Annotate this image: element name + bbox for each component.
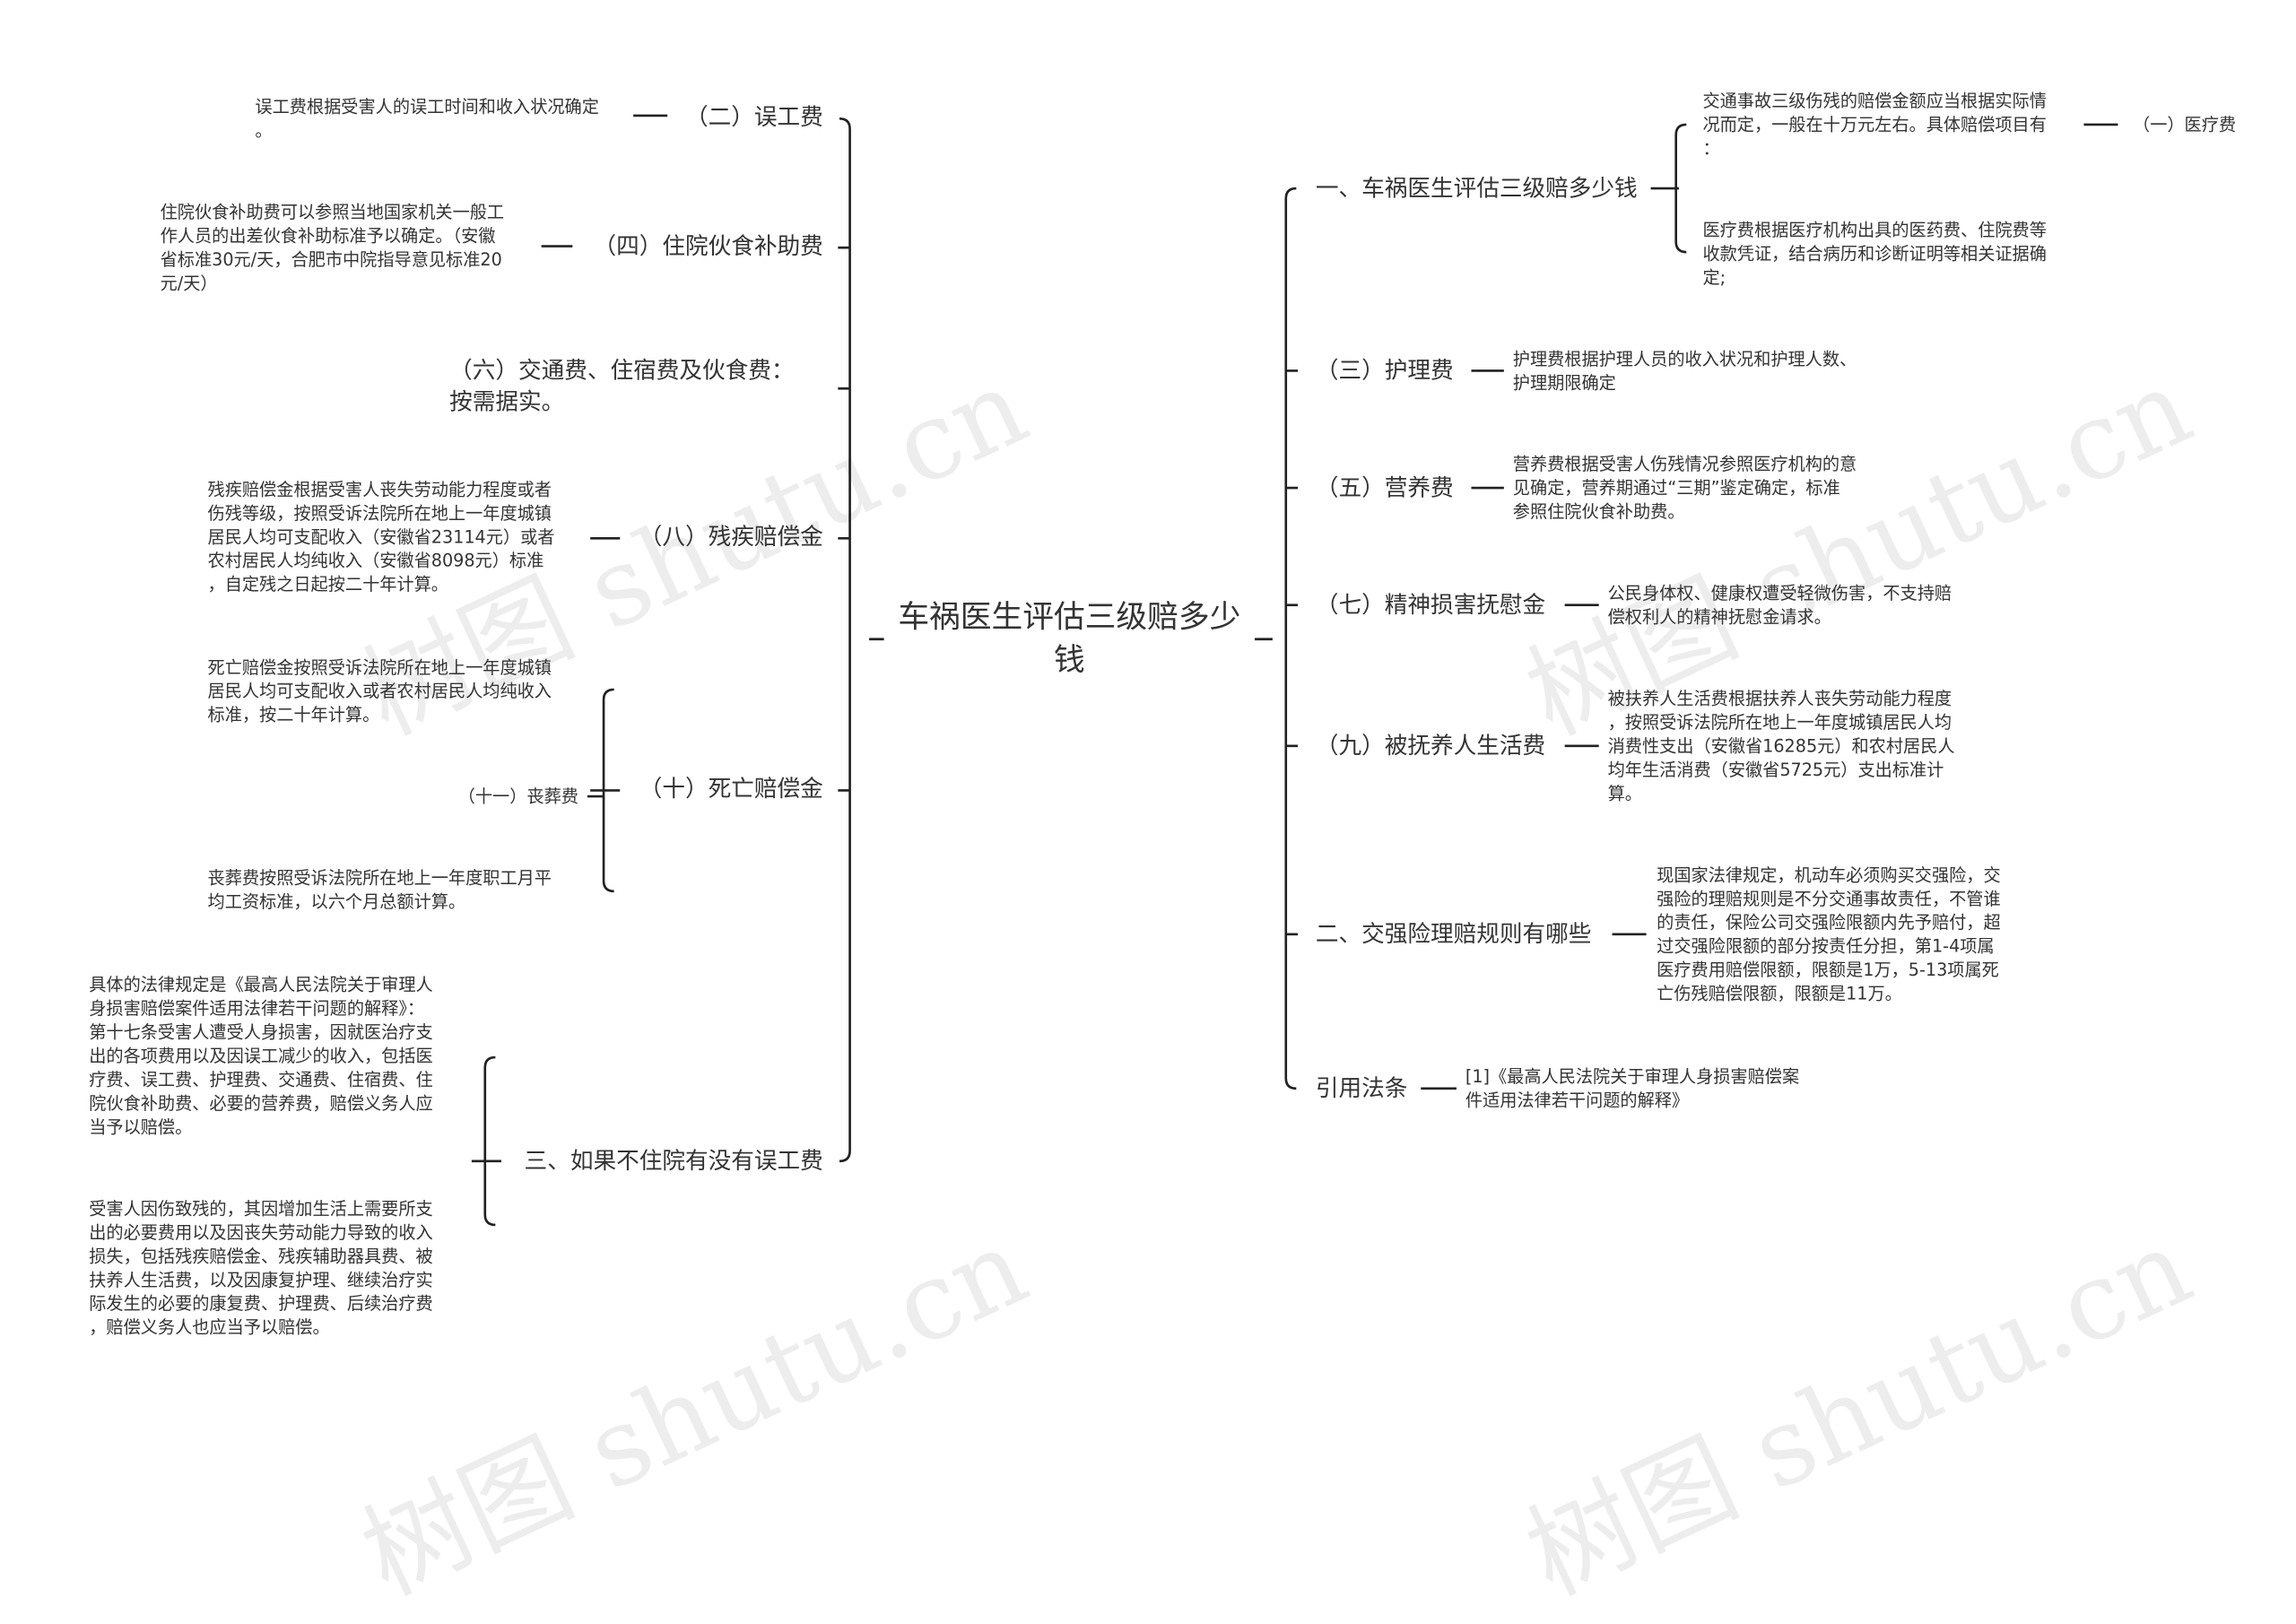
connector-lines	[471, 114, 2118, 1227]
branch-compulsory-insurance[interactable]: 二、交强险理赔规则有哪些	[1315, 920, 1592, 948]
branch-dependent-living[interactable]: （九）被抚养人生活费	[1315, 732, 1546, 760]
desc-compulsory-insurance: 现国家法律规定，机动车必须购买交强险，交 强险的理赔规则是不分交通事故责任，不管…	[1657, 864, 2001, 1004]
level3-bracket	[1674, 123, 1687, 254]
branch-disability-compensation[interactable]: （八）残疾赔偿金	[639, 523, 823, 551]
desc-meal-allowance: 住院伙食补助费可以参照当地国家机关一般工 作人员的出差伙食补助标准予以确定。（安…	[160, 201, 505, 294]
branch-transport-lodging[interactable]: （六）交通费、住宿费及伙食费： 按需据实。	[449, 357, 795, 416]
branch-level3-compensation[interactable]: 一、车祸医生评估三级赔多少钱	[1315, 175, 1638, 202]
desc-medical-expenses: 医疗费根据医疗机构出具的医药费、住院费等 收款凭证，结合病历和诊断证明等相关证据…	[1702, 219, 2047, 288]
branch-death-compensation[interactable]: （十）死亡赔偿金	[639, 775, 823, 803]
desc-funeral-expenses: 丧葬费按照受诉法院所在地上一年度职工月平 均工资标准，以六个月总额计算。	[207, 867, 552, 913]
desc-nursing-fee: 护理费根据护理人员的收入状况和护理人数、 护理期限确定	[1512, 348, 1857, 394]
mind-map: 树图 shutu.cn 树图 shutu.cn 树图 shutu.cn 树图 s…	[89, 90, 2237, 1619]
node-medical-expenses[interactable]: （一）医疗费	[2133, 114, 2237, 135]
desc-nutrition-fee: 营养费根据受害人伤残情况参照医疗机构的意 见确定，营养期通过“三期”鉴定确定，标…	[1512, 454, 1857, 523]
no-hospital-bracket	[483, 1055, 496, 1227]
desc-level3-amount: 交通事故三级伤残的赔偿金额应当根据实际情 况而定，一般在十万元左右。具体赔偿项目…	[1702, 90, 2047, 159]
desc-dependent-living: 被扶养人生活费根据扶养人丧失劳动能力程度 ，按照受诉法院所在地上一年度城镇居民人…	[1607, 688, 1955, 804]
left-main-bracket	[839, 117, 851, 1163]
desc-cited-law: [1]《最高人民法院关于审理人身损害赔偿案 件适用法律若干问题的解释》	[1465, 1066, 1800, 1111]
branch-lost-wages[interactable]: （二）误工费	[684, 103, 823, 131]
branch-mental-damage[interactable]: （七）精神损害抚慰金	[1315, 591, 1546, 619]
branch-nursing-fee[interactable]: （三）护理费	[1315, 357, 1454, 385]
branch-meal-allowance[interactable]: （四）住院伙食补助费	[593, 232, 823, 260]
branch-cited-law[interactable]: 引用法条	[1315, 1074, 1408, 1102]
desc-lost-wages: 误工费根据受害人的误工时间和收入状况确定 。	[255, 96, 599, 142]
desc-disability-costs: 受害人因伤致残的，其因增加生活上需要所支 出的必要费用以及因丧失劳动能力导致的收…	[89, 1198, 433, 1338]
desc-mental-damage: 公民身体权、健康权遭受轻微伤害，不支持赔 偿权利人的精神抚慰金请求。	[1607, 582, 1952, 628]
desc-death-compensation: 死亡赔偿金按照受诉法院所在地上一年度城镇 居民人均可支配收入或者农村居民人均纯收…	[207, 656, 552, 725]
branch-no-hospital-lost-wages[interactable]: 三、如果不住院有没有误工费	[524, 1147, 823, 1175]
desc-legal-provision: 具体的法律规定是《最高人民法院关于审理人 身损害赔偿案件适用法律若干问题的解释》…	[89, 974, 433, 1138]
branch-nutrition-fee[interactable]: （五）营养费	[1315, 474, 1454, 501]
death-bracket	[602, 688, 614, 893]
desc-disability-compensation: 残疾赔偿金根据受害人丧失劳动能力程度或者 伤残等级，按照受诉法院所在地上一年度城…	[207, 479, 555, 595]
node-funeral-expenses[interactable]: （十一）丧葬费	[457, 786, 578, 807]
right-main-bracket	[1284, 187, 1297, 1090]
root-topic[interactable]: 车祸医生评估三级赔多少钱	[898, 599, 1241, 678]
